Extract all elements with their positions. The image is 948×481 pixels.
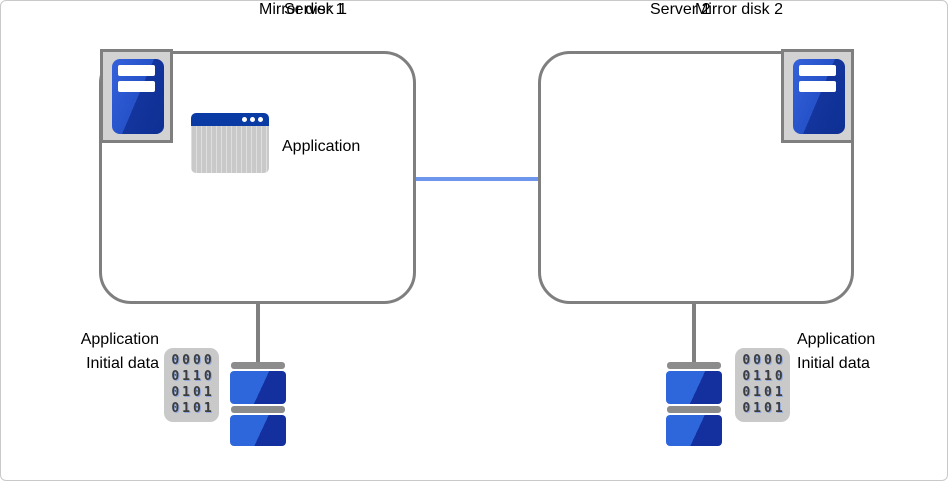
disk-platter	[230, 415, 286, 446]
binary-row: 0000	[171, 353, 215, 368]
disk-platter	[666, 371, 722, 404]
initial-data-line1: Application	[80, 331, 159, 348]
server2-title: Server 2	[650, 1, 711, 18]
initial-data-line1: Application	[797, 331, 876, 348]
server1-title: Server 1	[284, 1, 345, 18]
application-label: Application	[282, 138, 361, 155]
window-dot-icon	[258, 117, 263, 122]
window-dot-icon	[242, 117, 247, 122]
server2-tower-icon	[781, 49, 854, 143]
binary-data-icon: 0000 0110 0101 0101	[164, 348, 219, 422]
disk-cap	[231, 362, 285, 369]
mirror-disk2-icon	[666, 362, 722, 448]
disk-cap	[667, 362, 721, 369]
disk1-connector-line	[256, 302, 260, 366]
disk-platter	[666, 415, 722, 446]
server-tower-body	[793, 59, 845, 134]
binary-row: 0101	[742, 401, 786, 416]
initial-data-label-left: Application Initial data	[21, 328, 159, 376]
disk2-connector-line	[692, 302, 696, 366]
initial-data-label-right: Application Initial data	[797, 328, 875, 376]
window-dot-icon	[250, 117, 255, 122]
disk-cap	[667, 406, 721, 413]
window-titlebar	[191, 113, 269, 126]
initial-data-line2: Initial data	[86, 355, 159, 372]
server-tower-body	[112, 59, 164, 134]
server-slot	[799, 65, 836, 76]
disk-platter	[230, 371, 286, 404]
binary-data-icon: 0000 0110 0101 0101	[735, 348, 790, 422]
server1-tower-icon	[100, 49, 173, 143]
application-window-icon	[191, 113, 269, 173]
binary-row: 0101	[742, 385, 786, 400]
binary-row: 0101	[171, 401, 215, 416]
mirror-disk2-label: Mirror disk 2	[695, 1, 784, 18]
binary-row: 0110	[742, 369, 786, 384]
disk-cap	[231, 406, 285, 413]
initial-data-line2: Initial data	[797, 355, 870, 372]
server-slot	[799, 81, 836, 92]
binary-row: 0101	[171, 385, 215, 400]
server-slot	[118, 65, 155, 76]
network-link-line	[414, 177, 540, 181]
mirror-disk1-label: Mirror disk 1	[259, 1, 348, 18]
window-body	[191, 126, 269, 173]
binary-row: 0000	[742, 353, 786, 368]
binary-row: 0110	[171, 369, 215, 384]
server-slot	[118, 81, 155, 92]
mirror-disk1-icon	[230, 362, 286, 448]
